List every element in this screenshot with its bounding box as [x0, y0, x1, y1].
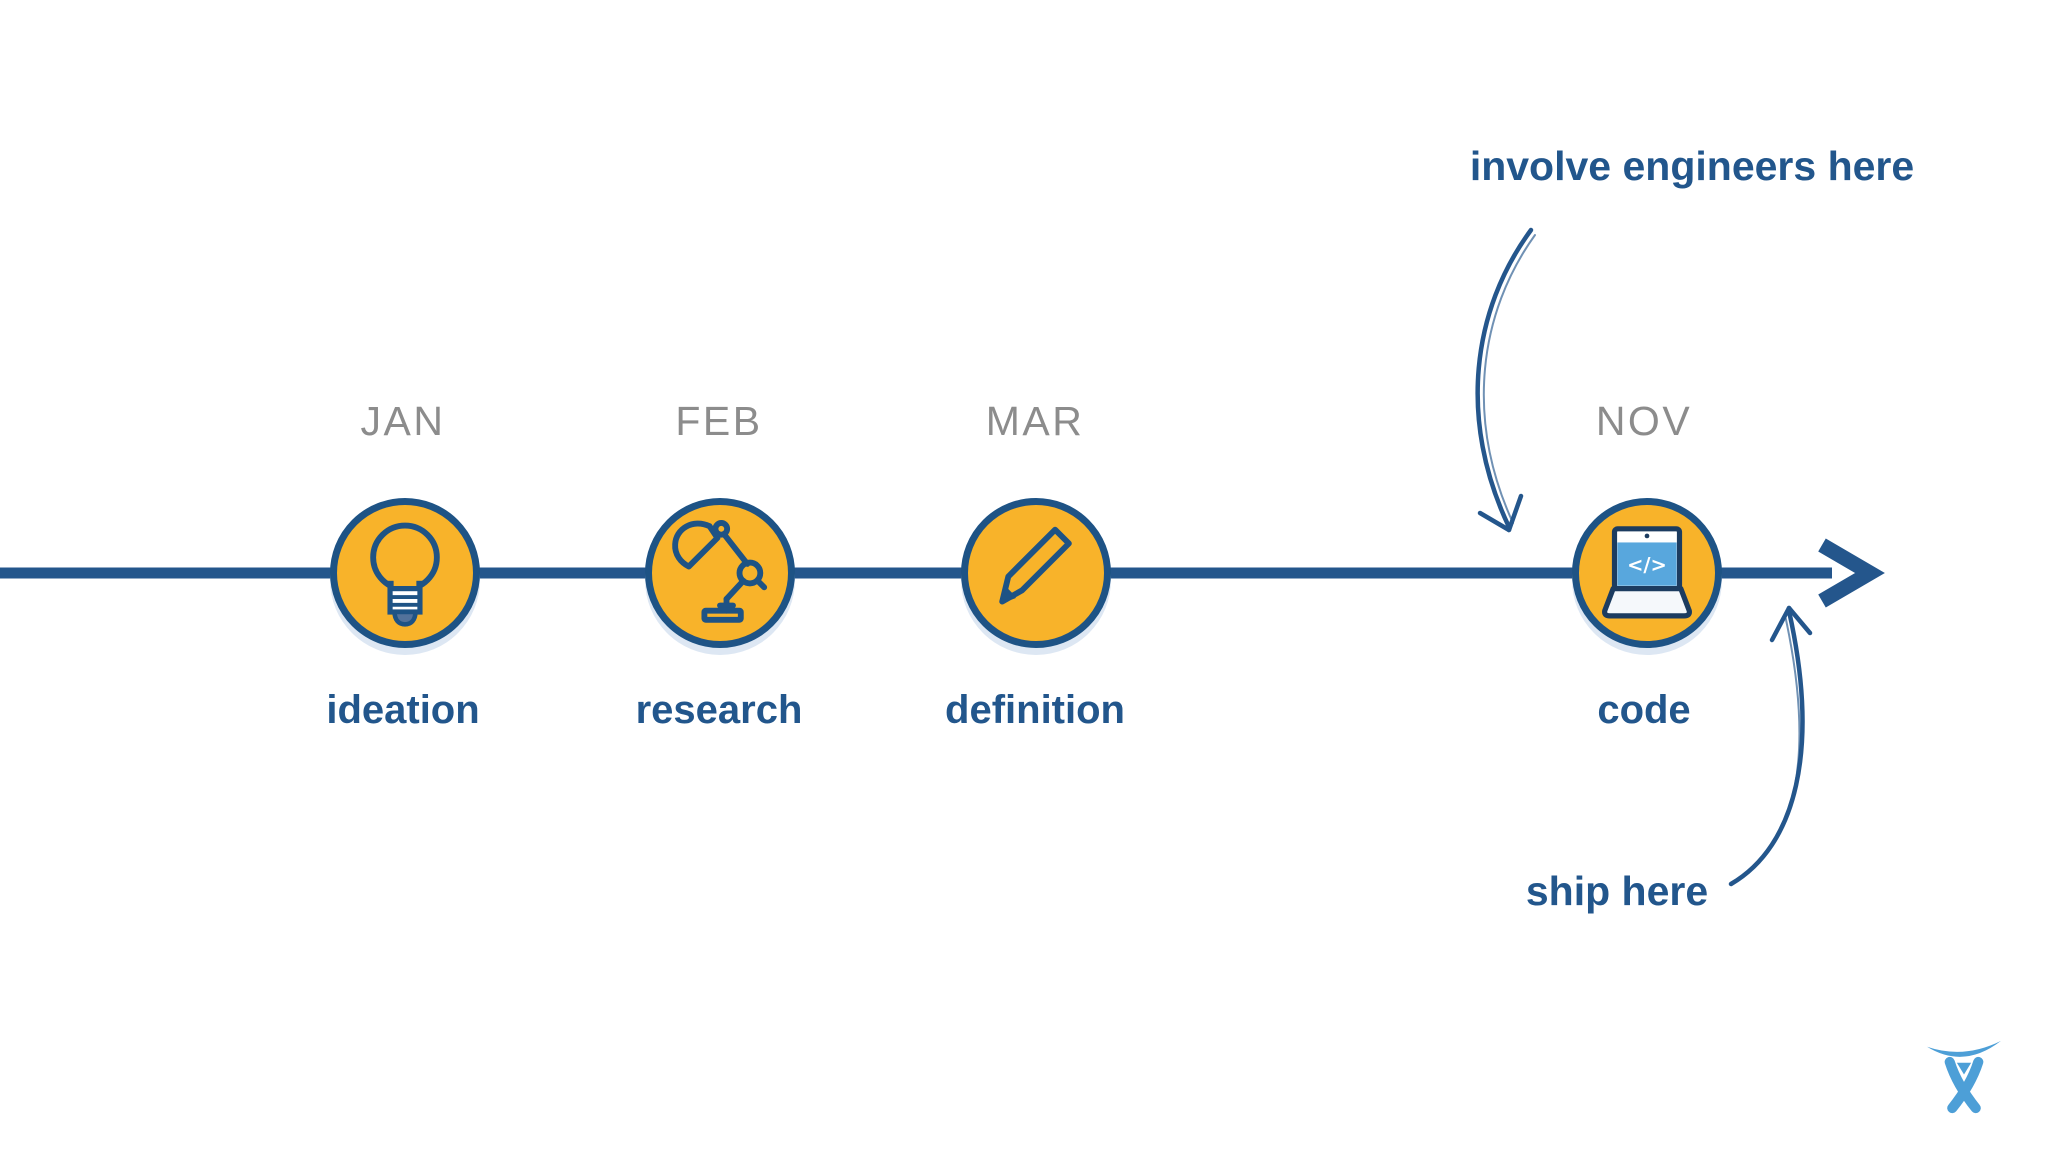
stage-label-code: code	[1597, 688, 1691, 732]
timeline-arrowhead-icon	[1818, 538, 1885, 608]
month-label-jan: JAN	[360, 398, 446, 444]
month-label-nov: NOV	[1595, 398, 1693, 444]
ship-here-arrow-icon	[1728, 605, 1813, 887]
stage-label-definition: definition	[945, 688, 1125, 732]
timeline-line	[0, 538, 1885, 608]
involve-engineers-annotation: involve engineers here	[1469, 143, 1915, 189]
month-label-mar: MAR	[985, 398, 1085, 444]
milestone-research	[645, 498, 795, 648]
milestone-code: </>	[1572, 498, 1722, 648]
month-label-feb: FEB	[675, 398, 763, 444]
desk-lamp-icon	[672, 520, 768, 623]
stage-label-ideation: ideation	[326, 688, 480, 732]
lightbulb-icon	[370, 522, 440, 627]
atlassian-logo	[1927, 1040, 2001, 1114]
involve-engineers-arrow-icon	[1475, 227, 1536, 533]
laptop-code-icon: </>	[1602, 526, 1692, 619]
pencil-icon	[999, 526, 1072, 605]
laptop-screen-code-text: </>	[1627, 554, 1667, 577]
milestone-ideation	[330, 498, 480, 648]
stage-label-research: research	[635, 688, 803, 732]
ship-here-annotation: ship here	[1525, 868, 1709, 914]
milestone-definition	[961, 498, 1111, 648]
